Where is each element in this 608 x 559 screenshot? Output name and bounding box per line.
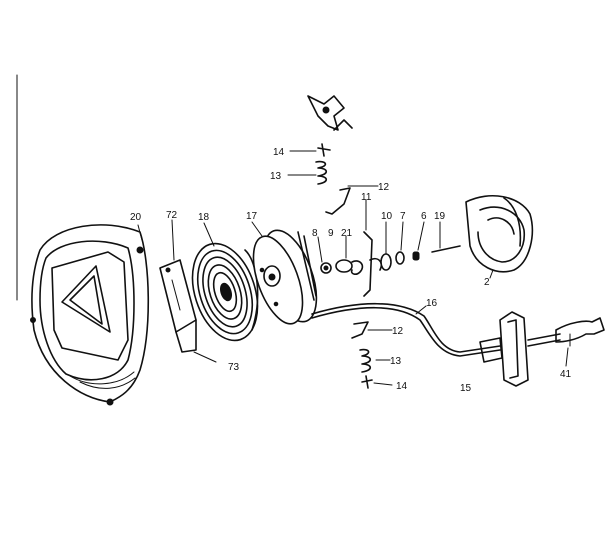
label-19: 19 bbox=[434, 211, 446, 222]
label-8: 8 bbox=[312, 228, 318, 239]
label-6: 6 bbox=[421, 211, 427, 222]
label-7: 7 bbox=[400, 211, 406, 222]
label-14-top: 14 bbox=[273, 147, 285, 158]
label-14-bottom: 14 bbox=[396, 381, 408, 392]
part-pulley bbox=[252, 229, 318, 325]
part-labels: 14 13 12 20 72 18 17 8 9 21 11 10 7 6 19… bbox=[130, 147, 572, 394]
part-cable-end bbox=[555, 317, 605, 347]
label-21: 21 bbox=[341, 228, 353, 239]
part-mount-block bbox=[479, 311, 561, 387]
label-13-bottom: 13 bbox=[390, 356, 402, 367]
part-top-pawl-assembly bbox=[307, 95, 353, 215]
part-bracket bbox=[159, 259, 197, 353]
label-9: 9 bbox=[328, 228, 334, 239]
label-12-bottom: 12 bbox=[392, 326, 404, 337]
label-20: 20 bbox=[130, 212, 142, 223]
label-17: 17 bbox=[246, 211, 258, 222]
label-10: 10 bbox=[381, 211, 393, 222]
label-15: 15 bbox=[460, 383, 472, 394]
leader-lines bbox=[137, 150, 569, 386]
part-pawl-stack bbox=[320, 231, 461, 297]
label-72: 72 bbox=[166, 210, 178, 221]
label-11: 11 bbox=[361, 192, 372, 203]
label-41: 41 bbox=[560, 369, 572, 380]
part-lower-pawl-assembly bbox=[351, 321, 373, 389]
part-housing-cover bbox=[30, 224, 150, 406]
label-12-top: 12 bbox=[378, 182, 390, 193]
label-13-top: 13 bbox=[270, 171, 282, 182]
part-cup bbox=[465, 194, 534, 273]
part-cable bbox=[311, 302, 501, 357]
label-16: 16 bbox=[426, 298, 438, 309]
label-73: 73 bbox=[228, 362, 240, 373]
label-2: 2 bbox=[484, 277, 490, 288]
label-18: 18 bbox=[198, 212, 210, 223]
